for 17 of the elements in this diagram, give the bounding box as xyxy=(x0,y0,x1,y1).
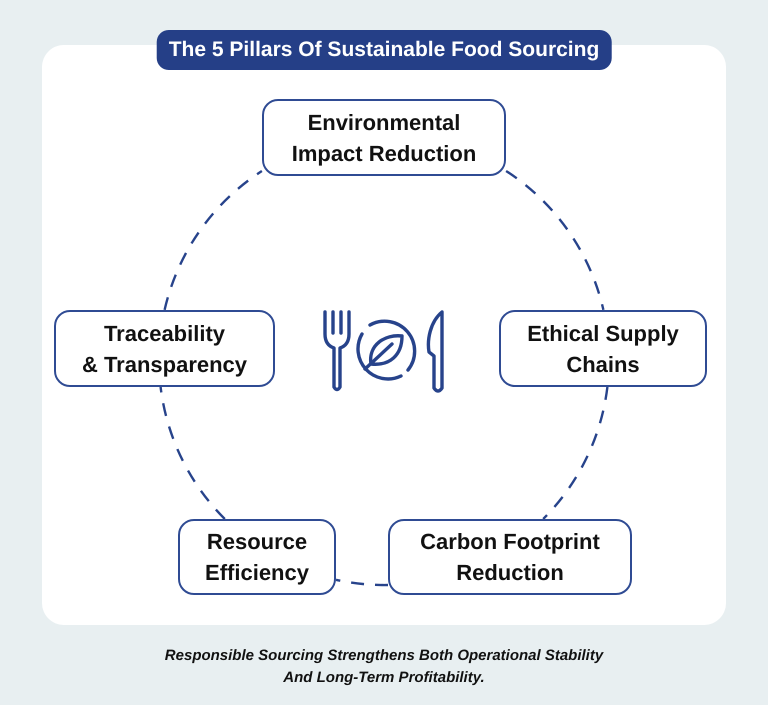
caption-text: Responsible Sourcing Strengthens Both Operational Stability And Long-Term Profitability. xyxy=(164,646,605,688)
pillar-label: Ethical Supply Chains xyxy=(527,320,679,378)
pillar-box xyxy=(54,310,275,387)
pillar-label: Resource Efficiency xyxy=(205,528,309,587)
pillar-label: Environmental Impact Reduction xyxy=(292,108,476,168)
pillar-label: Carbon Footprint Reduction xyxy=(420,528,600,587)
dashed-connector xyxy=(159,386,226,520)
pillar-label: Traceability & Transparency xyxy=(82,320,248,379)
dashed-connector xyxy=(336,578,388,586)
dashed-connector xyxy=(505,170,605,310)
title-banner: The 5 Pillars Of Sustainable Food Sourcing xyxy=(156,30,612,70)
pillar-box xyxy=(178,519,336,595)
pillar-box xyxy=(388,519,632,595)
pillar-box xyxy=(499,310,707,387)
dashed-connector xyxy=(163,170,263,310)
dashed-connector xyxy=(542,386,609,520)
pillar-box xyxy=(262,99,506,176)
